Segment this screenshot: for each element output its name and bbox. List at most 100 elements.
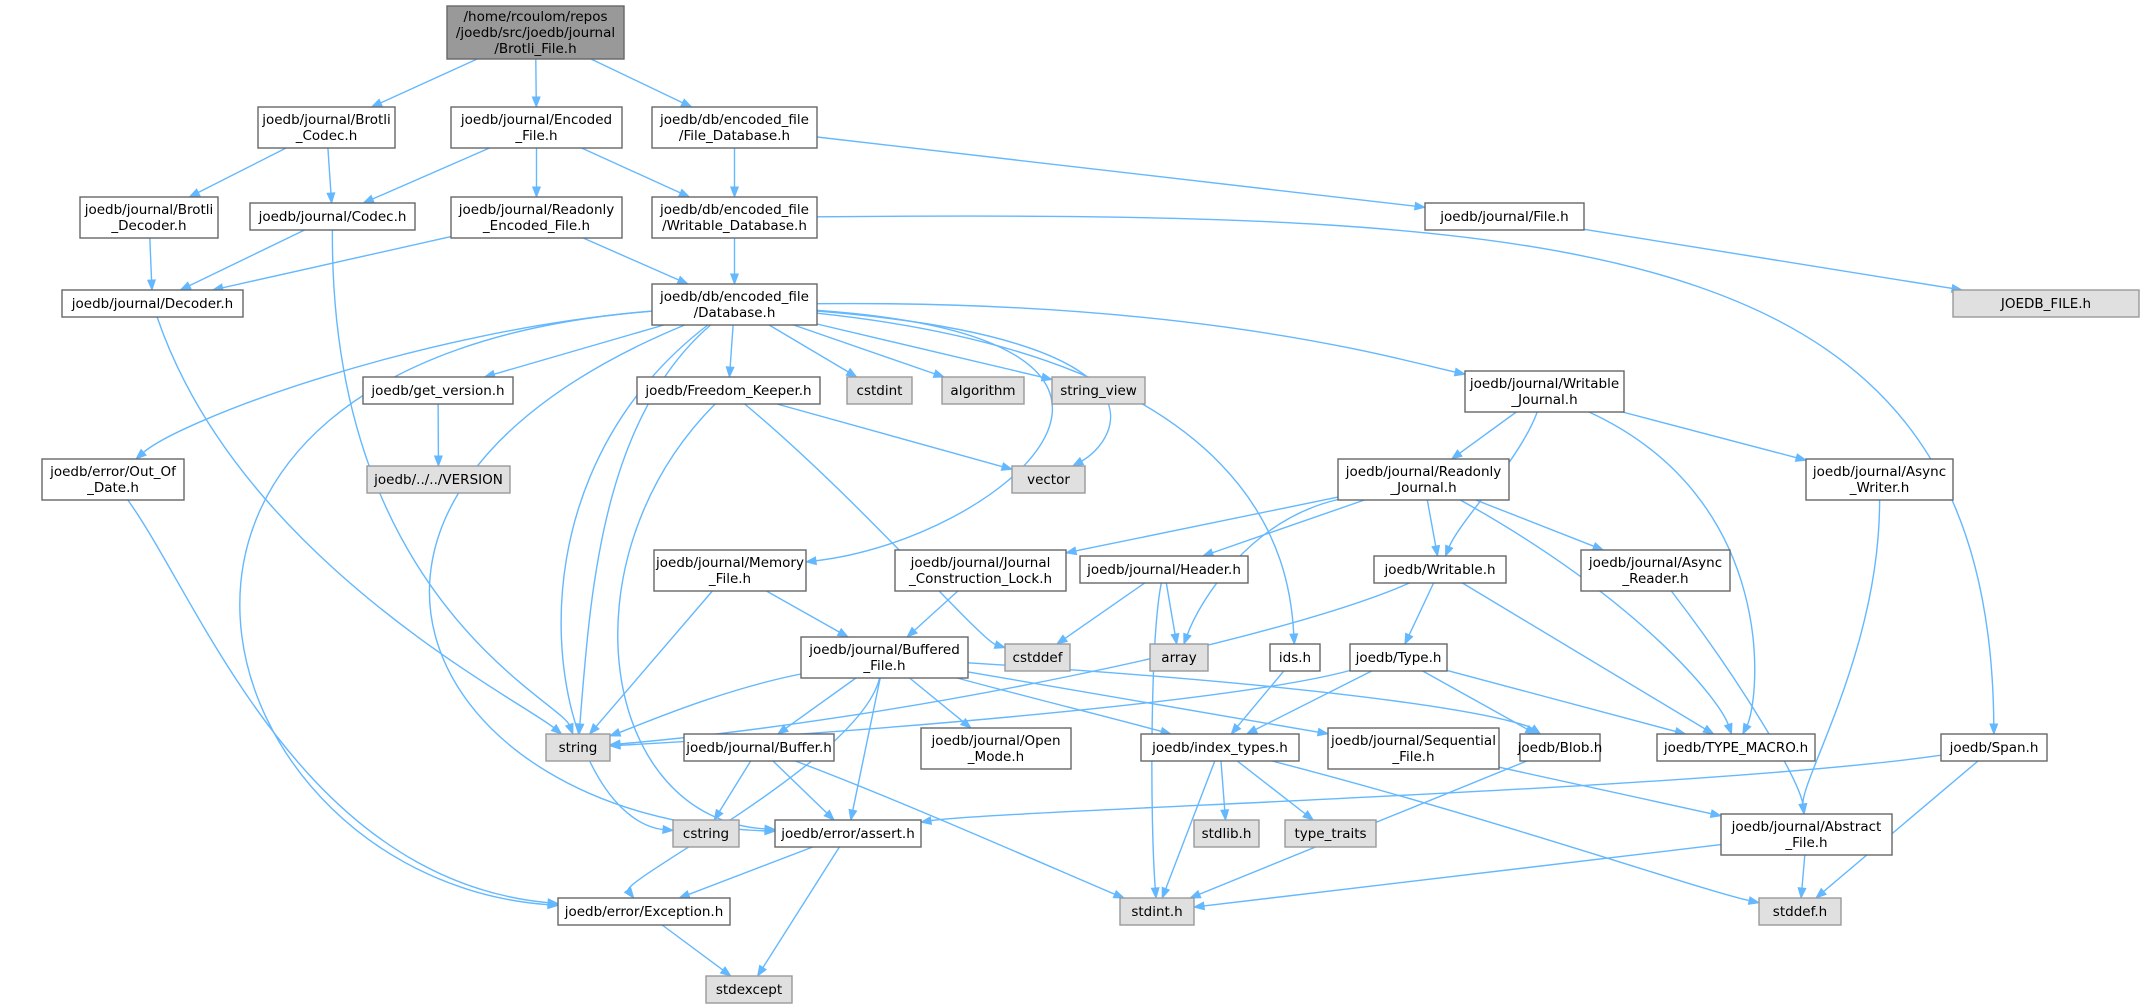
edge-buffer-to-cstring [713, 760, 752, 822]
node-box [1337, 458, 1510, 501]
node-box [557, 897, 731, 926]
node-freedom-keeper[interactable]: joedb/Freedom_Keeper.h [636, 376, 821, 405]
node-box [366, 465, 511, 494]
edge-ids-to-index-types [1230, 670, 1285, 736]
node-box [1519, 733, 1601, 762]
edge-decoder-to-string [156, 316, 563, 735]
edge-type-to-index-types [1245, 670, 1373, 735]
edge-database-to-cstdint [768, 324, 858, 378]
node-blob[interactable]: joedb/Blob.h [1517, 733, 1603, 762]
node-box [1940, 733, 2048, 762]
node-construction-lock[interactable]: joedb/journal/Journal_Construction_Lock.… [894, 549, 1067, 592]
node-get-version[interactable]: joedb/get_version.h [362, 376, 514, 405]
node-label: joedb/Writable.h [1383, 562, 1495, 578]
edge-readonly-journal-to-construction-lock [1064, 496, 1339, 556]
node-sequential-file[interactable]: joedb/journal/Sequential_File.h [1327, 727, 1500, 770]
node-box [1011, 465, 1086, 494]
node-buffered-file[interactable]: joedb/journal/Buffered_File.h [800, 636, 969, 679]
edge-database-to-algorithm [793, 324, 946, 378]
node-cstddef: cstddef [1004, 643, 1071, 672]
edge-sequential-file-to-abstract-file [1498, 766, 1723, 819]
node-codec[interactable]: joedb/journal/Codec.h [249, 202, 416, 231]
edge-brotli-decoder-to-decoder [146, 237, 156, 292]
node-writable-database[interactable]: joedb/db/encoded_file/Writable_Database.… [651, 196, 818, 239]
node-label: joedb/get_version.h [370, 383, 504, 399]
node-label: _Codec.h [295, 128, 358, 144]
edge-freedom-keeper-to-cstddef [744, 403, 1007, 649]
node-box [683, 733, 835, 762]
node-type[interactable]: joedb/Type.h [1349, 643, 1448, 672]
node-index-types[interactable]: joedb/index_types.h [1140, 733, 1300, 762]
node-label: _File.h [1391, 749, 1434, 765]
node-memory-file[interactable]: joedb/journal/Memory_File.h [653, 549, 807, 592]
edge-assert-to-stdexcept [756, 846, 840, 978]
node-buffer[interactable]: joedb/journal/Buffer.h [683, 733, 835, 762]
node-label: type_traits [1294, 826, 1366, 842]
node-header[interactable]: joedb/journal/Header.h [1079, 555, 1249, 584]
node-label: joedb/journal/Encoded [460, 112, 612, 128]
edge-memory-file-to-buffered-file [766, 590, 850, 638]
node-exception[interactable]: joedb/error/Exception.h [557, 897, 731, 926]
edge-type-to-type-macro [1446, 669, 1687, 736]
node-label: cstring [683, 826, 729, 842]
edge-out-of-date-to-exception [127, 499, 560, 908]
edge-writable-journal-to-readonly-journal [1450, 411, 1517, 460]
node-label: joedb/TYPE_MACRO.h [1663, 740, 1808, 756]
edge-writable-to-type [1404, 582, 1435, 646]
node-box [1805, 458, 1954, 501]
edge-writable-journal-to-async-writer [1622, 411, 1808, 462]
node-version: joedb/../../VERSION [366, 465, 511, 494]
edge-abstract-file-to-stddef [1797, 854, 1807, 900]
node-journal-file[interactable]: joedb/journal/File.h [1424, 202, 1585, 231]
edge-header-to-array [1165, 582, 1180, 646]
edge-database-to-string-view [816, 323, 1054, 382]
node-box [450, 196, 623, 239]
node-abstract-file[interactable]: joedb/journal/Abstract_File.h [1720, 813, 1893, 856]
node-writable-journal[interactable]: joedb/journal/Writable_Journal.h [1464, 370, 1625, 413]
node-box [705, 975, 793, 1004]
node-label: _File.h [514, 128, 557, 144]
node-readonly-journal[interactable]: joedb/journal/Readonly_Journal.h [1337, 458, 1510, 501]
node-span[interactable]: joedb/Span.h [1940, 733, 2048, 762]
node-box [651, 283, 818, 326]
node-label: joedb/journal/Sequential [1330, 733, 1496, 749]
node-writable[interactable]: joedb/Writable.h [1373, 555, 1507, 584]
node-box [1758, 897, 1842, 926]
node-label: _Encoded_File.h [482, 218, 590, 234]
node-label: joedb/journal/Brotli [261, 112, 391, 128]
node-box [1004, 643, 1071, 672]
node-box [362, 376, 514, 405]
node-brotli-codec[interactable]: joedb/journal/Brotli_Codec.h [257, 106, 396, 149]
node-readonly-encoded[interactable]: joedb/journal/Readonly_Encoded_File.h [450, 196, 623, 239]
edge-buffer-to-stdint [795, 760, 1126, 899]
node-label: joedb/db/encoded_file [659, 202, 809, 218]
edge-get-version-to-version [433, 403, 443, 468]
node-file-database[interactable]: joedb/db/encoded_file/File_Database.h [651, 106, 818, 149]
node-async-writer[interactable]: joedb/journal/Async_Writer.h [1805, 458, 1954, 501]
node-type-macro[interactable]: joedb/TYPE_MACRO.h [1656, 733, 1816, 762]
node-ids[interactable]: ids.h [1269, 643, 1321, 672]
node-open-mode[interactable]: joedb/journal/Open_Mode.h [920, 727, 1072, 770]
node-box [1051, 376, 1146, 405]
node-layer: /home/rcoulom/repos/joedb/src/joedb/jour… [41, 5, 2140, 1004]
edge-readonly-journal-to-writable [1426, 499, 1441, 558]
node-out-of-date[interactable]: joedb/error/Out_Of_Date.h [41, 458, 185, 501]
node-label: JOEDB_FILE.h [2000, 296, 2091, 312]
node-async-reader[interactable]: joedb/journal/Async_Reader.h [1580, 549, 1731, 592]
node-assert[interactable]: joedb/error/assert.h [774, 819, 922, 848]
edge-root-to-encoded-file [531, 58, 541, 109]
node-brotli-decoder[interactable]: joedb/journal/Brotli_Decoder.h [79, 196, 219, 239]
node-label: joedb/journal/Brotli [84, 202, 214, 218]
node-decoder[interactable]: joedb/journal/Decoder.h [61, 289, 244, 318]
node-label: /home/rcoulom/repos [464, 9, 608, 25]
node-encoded-file[interactable]: joedb/journal/Encoded_File.h [450, 106, 623, 149]
edge-span-to-assert [919, 754, 1942, 826]
node-box [774, 819, 922, 848]
edge-index-types-to-stdint [1161, 760, 1216, 900]
node-database[interactable]: joedb/db/encoded_file/Database.h [651, 283, 818, 326]
edge-freedom-keeper-to-assert [617, 403, 777, 834]
node-label: joedb/Type.h [1355, 650, 1442, 666]
node-label: stdexcept [716, 982, 782, 998]
edge-writable-to-type-macro [1462, 582, 1715, 735]
node-label: stdint.h [1131, 904, 1182, 920]
